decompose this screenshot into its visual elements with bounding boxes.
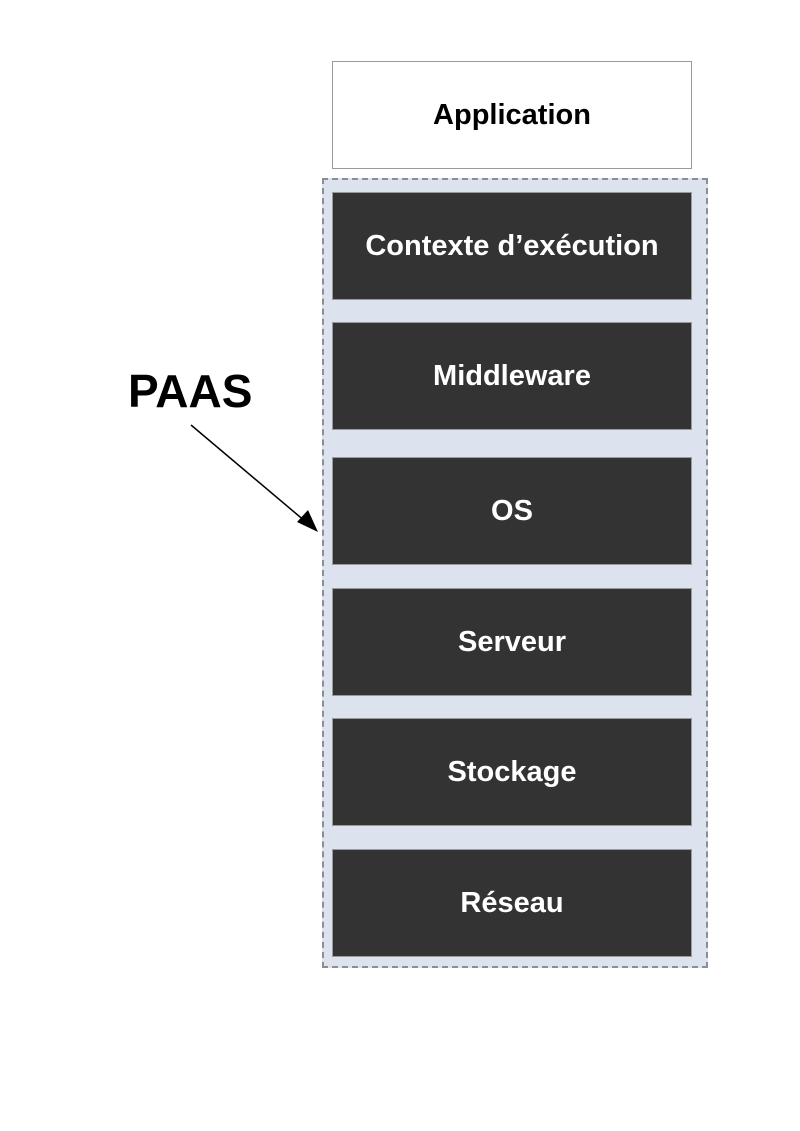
paas-scope-region [322, 178, 708, 968]
layer-stockage: Stockage [332, 718, 692, 826]
layer-label: OS [491, 494, 533, 527]
layer-label: Serveur [457, 625, 566, 658]
layer-serveur: Serveur [332, 588, 692, 696]
paas-label: PAAS [128, 365, 253, 417]
layer-label: Réseau [460, 886, 564, 919]
layer-os: OS [332, 457, 692, 565]
layer-label: Stockage [447, 755, 577, 788]
layer-label: Contexte d’exécution [365, 229, 659, 262]
layer-middleware: Middleware [332, 322, 692, 430]
application-layer-label: Application [433, 98, 591, 131]
application-layer-box: Application [332, 61, 692, 169]
layer-label: Middleware [433, 359, 591, 392]
layer-contexte-execution: Contexte d’exécution [332, 192, 692, 300]
layer-reseau: Réseau [332, 849, 692, 957]
